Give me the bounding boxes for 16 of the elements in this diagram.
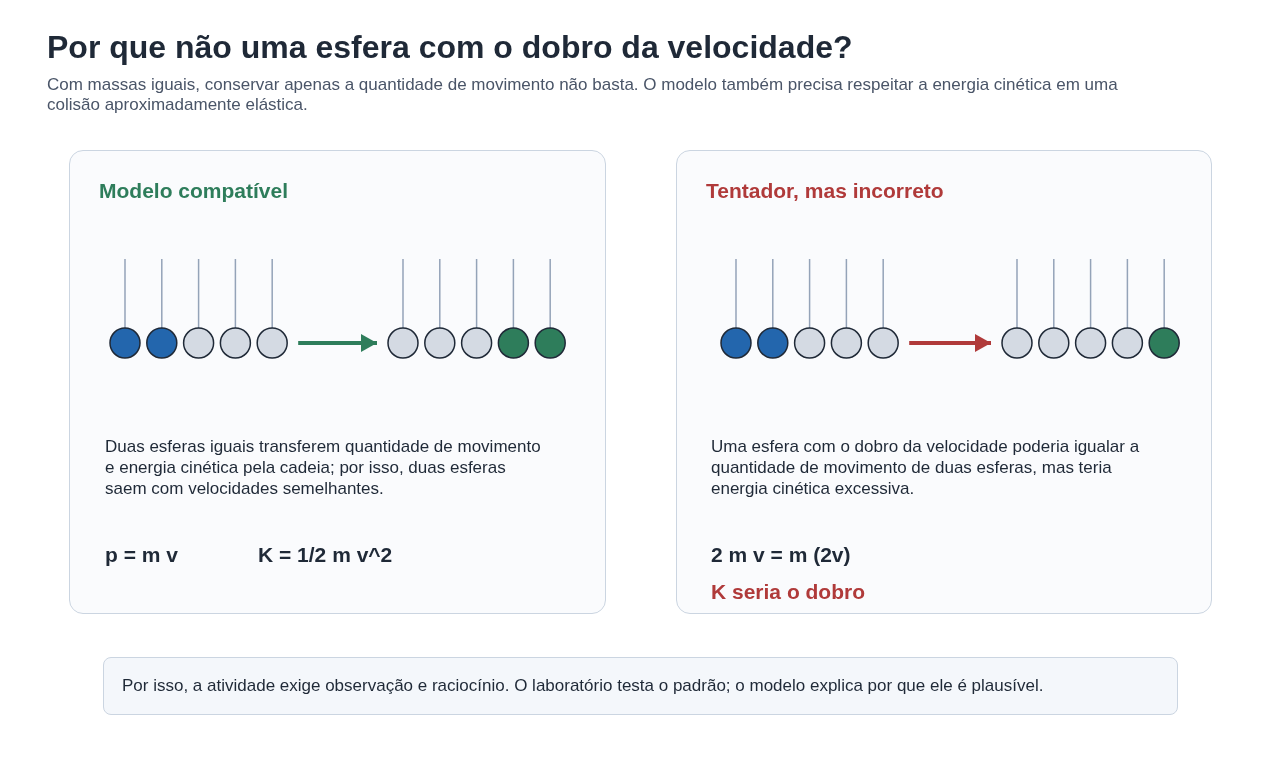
description-text: Uma esfera com o dobro da velocidade poderia igualar a quantidade de movimento de duas esferas, mas teria energia cinética excessiva. — [711, 436, 1141, 499]
conclusion-text: K seria o dobro — [711, 580, 866, 604]
card — [69, 150, 606, 614]
card-heading: Modelo compatível — [99, 179, 289, 203]
description-text: Duas esferas iguais transferem quantidade de movimento e energia cinética pela cadeia; por isso, duas esferas saem com velocidades semelhantes. — [105, 436, 542, 499]
formula: p = m v — [105, 543, 178, 567]
formula: K = 1/2 m v^2 — [258, 543, 393, 567]
card-heading: Tentador, mas incorreto — [706, 179, 944, 203]
note-text: Por isso, a atividade exige observação e raciocínio. O laboratório testa o padrão; o modelo explica por que ele é plausível. — [122, 676, 1045, 696]
subtitle: Com massas iguais, conservar apenas a quantidade de movimento não basta. O modelo também precisa respeitar a energia cinética em uma colisão aproximadamente elástica. — [47, 75, 1119, 115]
arrow — [298, 334, 377, 352]
note-box — [103, 657, 1178, 715]
card — [676, 150, 1212, 614]
arrow — [909, 334, 991, 352]
formula: 2 m v = m (2v) — [711, 543, 851, 567]
title: Por que não uma esfera com o dobro da velocidade? — [47, 28, 853, 66]
